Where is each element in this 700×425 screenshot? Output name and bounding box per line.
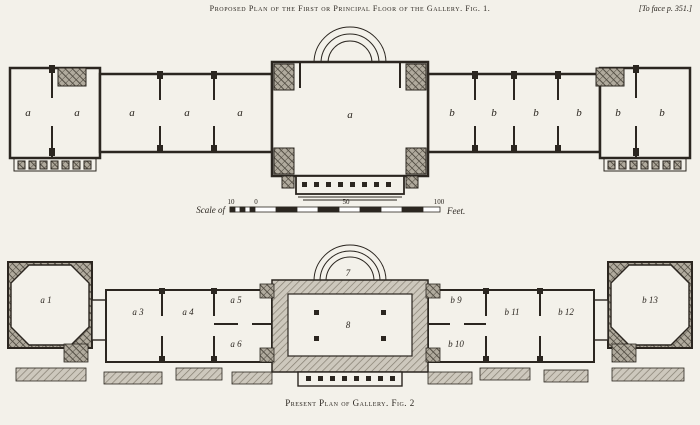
fig2-piers xyxy=(159,288,543,362)
room-label-a-center: a xyxy=(347,109,353,121)
scale-prefix: Scale of xyxy=(196,205,226,215)
room-label-7: 7 xyxy=(346,268,351,278)
fig1-room-labels: a a a a a a b b b b b b xyxy=(25,107,665,121)
room-label-a: a xyxy=(237,107,243,119)
fig1-portico-columns xyxy=(302,182,391,187)
room-label-a: a xyxy=(129,107,135,119)
scale-bar: Scale of 10 0 50 100 Feet. xyxy=(196,198,465,216)
room-label-b12: b 12 xyxy=(558,307,574,317)
room-label-b: b xyxy=(533,107,539,119)
fig2-apse-arcs xyxy=(313,244,387,282)
room-label-a6: a 6 xyxy=(230,339,242,349)
room-label-b13: b 13 xyxy=(642,295,658,305)
fig1-center-block xyxy=(270,60,430,178)
fig2-room-labels: 7 a 1 a 3 a 4 a 5 a 6 8 b 9 b 10 b 11 b … xyxy=(40,268,658,349)
fig2-portico xyxy=(297,371,403,387)
fig1-hatched-masses xyxy=(57,63,625,189)
room-label-b: b xyxy=(659,107,665,119)
room-label-b: b xyxy=(615,107,621,119)
room-label-a: a xyxy=(25,107,31,119)
fig2-center-room xyxy=(287,293,413,357)
fig2-portico-columns xyxy=(306,376,395,381)
fig1-left-steps xyxy=(13,157,97,172)
fig1-right-steps xyxy=(603,157,687,172)
room-label-a: a xyxy=(74,107,80,119)
room-label-a3: a 3 xyxy=(132,307,144,317)
scale-tick-10: 10 xyxy=(228,198,236,206)
room-label-8: 8 xyxy=(346,320,351,330)
scale-tick-100: 100 xyxy=(434,198,445,206)
fig2-junction-masses xyxy=(63,283,637,363)
fig2-right-octagon-room xyxy=(610,264,690,346)
fig1-plan xyxy=(8,26,692,201)
scale-unit: Feet. xyxy=(446,206,465,216)
room-label-b: b xyxy=(449,107,455,119)
page-note: [To face p. 351.] xyxy=(639,4,692,13)
room-label-b10: b 10 xyxy=(448,339,464,349)
room-label-b: b xyxy=(491,107,497,119)
room-label-a4: a 4 xyxy=(182,307,194,317)
fig2-saloon-columns xyxy=(314,310,386,341)
scale-tick-50: 50 xyxy=(343,198,351,206)
fig2-left-octagon-room xyxy=(10,264,90,346)
room-label-a: a xyxy=(184,107,190,119)
sheet-title: Proposed Plan of the First or Principal … xyxy=(210,4,491,13)
room-label-b11: b 11 xyxy=(504,307,519,317)
fig2-plan xyxy=(7,244,693,387)
room-label-a5: a 5 xyxy=(230,295,242,305)
room-label-a1: a 1 xyxy=(40,295,51,305)
fig1-piers xyxy=(49,65,639,156)
scale-tick-0: 0 xyxy=(254,198,258,206)
scale-bar-segments xyxy=(229,206,441,213)
fig2-left-wing xyxy=(105,289,273,363)
fig1-portico-steps xyxy=(298,196,402,201)
room-label-b: b xyxy=(576,107,582,119)
room-label-b9: b 9 xyxy=(450,295,462,305)
fig2-caption: Present Plan of Gallery. Fig. 2 xyxy=(285,398,415,408)
fig1-apse-arcs xyxy=(313,26,387,64)
fig2-right-wing xyxy=(427,289,595,363)
fig2-ground-works xyxy=(15,367,685,385)
